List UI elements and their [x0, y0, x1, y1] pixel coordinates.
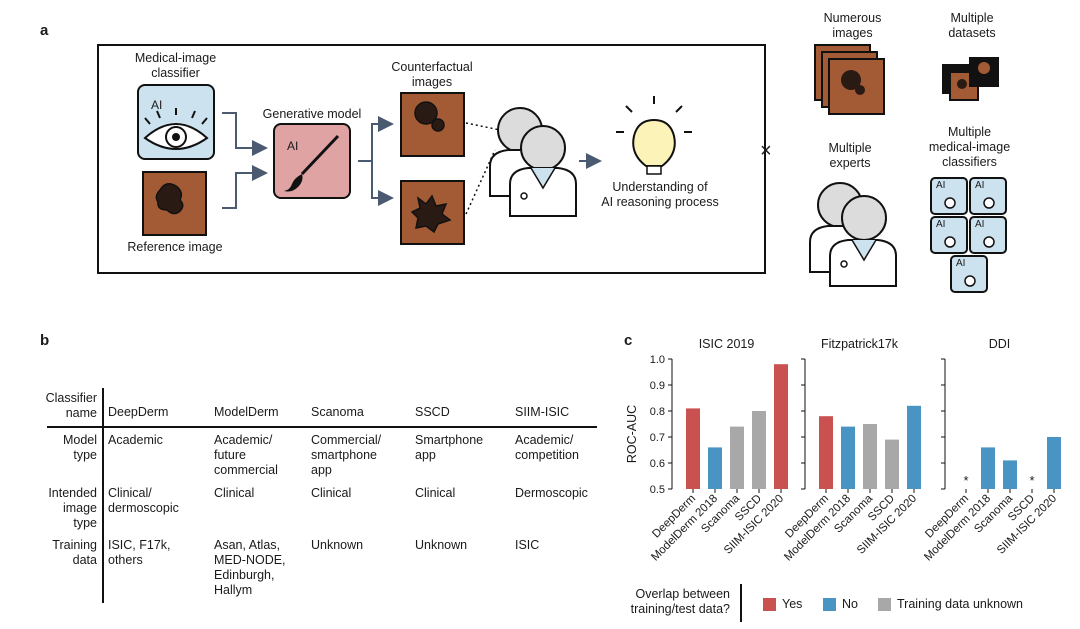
bar — [981, 447, 995, 489]
panel-a-letter: a — [40, 22, 49, 39]
mini-ai-text: AI — [936, 219, 946, 230]
panel-a-graphics — [137, 44, 1007, 293]
panel-c-letter: c — [624, 332, 633, 349]
column-header: SIIM-ISIC — [515, 405, 570, 419]
table-cell: Academic — [108, 433, 163, 447]
table-cell: Academic/competition — [515, 433, 579, 462]
table-cell: Clinical — [214, 486, 255, 500]
mini-ai-text: AI — [975, 180, 985, 191]
column-header: Scanoma — [311, 405, 364, 419]
multiple-datasets-icon — [942, 57, 999, 101]
mini-ai-text: AI — [956, 258, 966, 269]
classifier-ai-text: AI — [151, 98, 163, 112]
bar — [730, 426, 744, 489]
chart-title: Fitzpatrick17k — [821, 337, 899, 351]
bar — [863, 424, 877, 489]
panel-b-letter: b — [40, 332, 50, 349]
bar — [774, 364, 788, 489]
table-vertical-rule — [102, 388, 104, 603]
missing-marker: * — [1029, 473, 1034, 488]
reference-image-label: Reference image — [127, 240, 223, 254]
y-axis-label-wrap: ROC-AUC — [625, 405, 639, 465]
column-header: SSCD — [415, 405, 450, 419]
legend-swatch — [763, 598, 776, 611]
bar — [686, 408, 700, 489]
lightbulb-icon — [616, 96, 692, 175]
counterfactual-image-1 — [400, 92, 465, 157]
counterfactual-image-2 — [400, 180, 465, 245]
chart-title: ISIC 2019 — [699, 337, 755, 351]
numerous-images-icon — [814, 44, 885, 115]
pipeline-box — [97, 44, 766, 274]
table-cell: Asan, Atlas,MED-NODE,Edinburgh,Hallym — [214, 538, 286, 597]
table-cell: Dermoscopic — [515, 486, 588, 500]
y-axis-label: ROC-AUC — [625, 404, 639, 464]
table-cell: Clinical — [415, 486, 456, 500]
table-cell: ISIC — [515, 538, 540, 552]
chart-title: DDI — [989, 337, 1011, 351]
roc-auc-charts: ISIC 20190.50.60.70.80.91.0DeepDermModel… — [649, 337, 1061, 564]
bar — [907, 405, 921, 489]
bar — [1047, 437, 1061, 489]
table-cell: Clinical — [311, 486, 352, 500]
mini-ai-text: AI — [975, 219, 985, 230]
legend-label: Training data unknown — [897, 597, 1024, 611]
generative-model-label: Generative model — [262, 107, 362, 121]
generative-ai-text: AI — [287, 139, 299, 153]
legend-swatch — [823, 598, 836, 611]
y-tick-label: 0.6 — [650, 458, 665, 470]
reference-image-icon — [142, 171, 207, 236]
bar — [708, 447, 722, 489]
legend-rule — [740, 584, 742, 622]
bar — [752, 411, 766, 489]
mini-ai-text: AI — [936, 180, 946, 191]
table-cell: Clinical/dermoscopic — [108, 486, 179, 515]
table-horizontal-rule — [47, 426, 597, 428]
y-tick-label: 0.8 — [650, 406, 665, 418]
y-tick-label: 1.0 — [650, 354, 665, 366]
multiple-experts-icon — [809, 182, 897, 287]
missing-marker: * — [963, 473, 968, 488]
times-symbol: × — [760, 140, 772, 162]
multiple-classifiers-icon — [930, 177, 1007, 293]
y-tick-label: 0.5 — [650, 484, 665, 496]
generative-model-icon — [273, 123, 351, 199]
bar — [819, 416, 833, 489]
bar — [841, 426, 855, 489]
table-cell: Unknown — [415, 538, 468, 552]
table-cell: Unknown — [311, 538, 364, 552]
legend-label: Yes — [782, 597, 803, 611]
y-tick-label: 0.9 — [650, 380, 665, 392]
legend-swatch — [878, 598, 891, 611]
classifier-icon — [137, 84, 215, 160]
column-header: DeepDerm — [108, 405, 169, 419]
experts-icon — [489, 107, 577, 217]
legend-label: No — [842, 597, 858, 611]
bar — [885, 439, 899, 489]
column-header: ModelDerm — [214, 405, 279, 419]
bar — [1003, 460, 1017, 489]
y-tick-label: 0.7 — [650, 432, 665, 444]
table-cell: ISIC, F17k,others — [108, 538, 171, 567]
